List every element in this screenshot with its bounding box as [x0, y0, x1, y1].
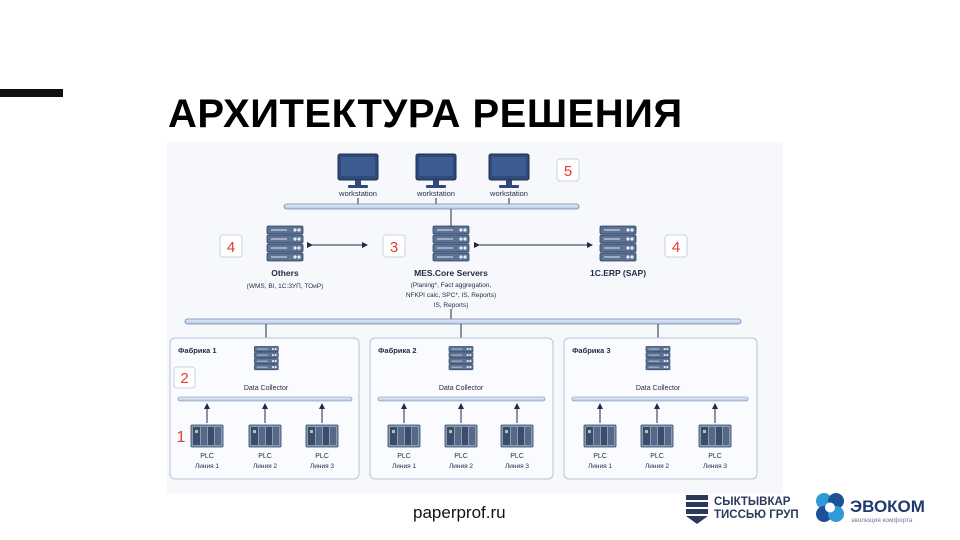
plc-line-label: Линия 3 — [505, 463, 529, 470]
badge-2 — [173, 366, 196, 389]
plc-line-label: Линия 3 — [703, 463, 727, 470]
badge-5 — [556, 158, 580, 182]
factory-1-name: Фабрика 1 — [178, 346, 217, 355]
plc-icon — [248, 424, 282, 448]
plc-icon — [500, 424, 534, 448]
workstation-monitor-icon — [415, 153, 457, 189]
architecture-diagram: workstation workstation workstation 5 4 … — [167, 142, 783, 494]
factory-2-name: Фабрика 2 — [378, 346, 417, 355]
plc-label: PLC — [708, 453, 722, 460]
plc-icon — [305, 424, 339, 448]
syktyvkar-logo-mark-icon — [686, 495, 708, 524]
evokom-logo-tagline: эволюция комфорта — [851, 517, 913, 524]
title-accent-bar — [0, 89, 63, 97]
plc-line-label: Линия 1 — [392, 463, 416, 470]
factory-3: Фабрика 3 Data Collector PLC Линия 1 PLC… — [563, 337, 758, 480]
plc-label: PLC — [315, 453, 329, 460]
plc-label: PLC — [510, 453, 524, 460]
badge-2-label: 2 — [180, 370, 188, 387]
mes-server-icon — [432, 225, 470, 262]
factory-3-name: Фабрика 3 — [572, 346, 611, 355]
plc-icon — [698, 424, 732, 448]
plc-label: PLC — [258, 453, 272, 460]
mes-server-desc-3: IS, Reports) — [434, 302, 469, 309]
evokom-logo-name: ЭВОКОМ — [850, 497, 925, 516]
mes-server-desc-1: (Planing*, Fact aggregation, — [411, 282, 492, 289]
factory-1: Фабрика 1 Data Collector PLC Линия 1 PLC… — [169, 337, 360, 480]
factory-network-bus — [184, 318, 742, 325]
badge-4-left — [219, 234, 243, 258]
data-collector-label: Data Collector — [636, 385, 681, 392]
plc-label: PLC — [454, 453, 468, 460]
plc-line-label: Линия 2 — [645, 463, 669, 470]
plc-label: PLC — [397, 453, 411, 460]
others-server-name: Others — [271, 268, 299, 278]
plc-label: PLC — [593, 453, 607, 460]
syktyvkar-tissue-group-logo: СЫКТЫВКАР ТИССЬЮ ГРУП — [684, 491, 802, 525]
mes-server-name: MES.Core Servers — [414, 268, 488, 278]
data-collector-label: Data Collector — [244, 385, 289, 392]
workstation-network-bus — [283, 203, 580, 210]
workstation-label: workstation — [338, 189, 377, 198]
plc-icon — [387, 424, 421, 448]
badge-4-left-label: 4 — [227, 239, 235, 256]
workstation-group: workstation workstation workstation — [337, 153, 530, 204]
badge-1-label: 1 — [177, 429, 186, 446]
factory-2: Фабрика 2 Data Collector PLC Линия 1 PLC… — [369, 337, 554, 480]
data-collector-label: Data Collector — [439, 385, 484, 392]
plc-icon — [640, 424, 674, 448]
plc-icon — [190, 424, 224, 448]
plc-label: PLC — [200, 453, 214, 460]
plc-line-label: Линия 3 — [310, 463, 334, 470]
workstation-label: workstation — [489, 189, 528, 198]
badge-4-right — [664, 234, 688, 258]
mes-server-desc-2: NFKPI calc, SPC*, IS, Reports) — [406, 292, 496, 299]
plc-line-label: Линия 2 — [449, 463, 473, 470]
plc-label: PLC — [650, 453, 664, 460]
badge-4-right-label: 4 — [672, 239, 680, 256]
badge-3-label: 3 — [390, 239, 398, 256]
others-server-icon — [266, 225, 304, 262]
evokom-logo-mark-icon — [816, 493, 844, 522]
workstation-label: workstation — [416, 189, 455, 198]
footer-url[interactable]: paperprof.ru — [413, 503, 506, 522]
syktyvkar-logo-line2: ТИССЬЮ ГРУП — [714, 509, 799, 521]
plc-icon — [444, 424, 478, 448]
erp-server-name: 1C.ERP (SAP) — [590, 268, 646, 278]
evokom-logo: ЭВОКОМ эволюция комфорта — [814, 489, 954, 527]
workstation-monitor-icon — [337, 153, 379, 189]
others-server-desc: (WMS, BI, 1С:ЗУП, ТОиР) — [247, 283, 324, 290]
plc-line-label: Линия 1 — [195, 463, 219, 470]
badge-3 — [382, 234, 406, 258]
plc-line-label: Линия 2 — [253, 463, 277, 470]
plc-line-label: Линия 1 — [588, 463, 612, 470]
workstation-monitor-icon — [488, 153, 530, 189]
syktyvkar-logo-line1: СЫКТЫВКАР — [714, 496, 791, 508]
erp-server-icon — [599, 225, 637, 262]
slide-title: АРХИТЕКТУРА РЕШЕНИЯ — [168, 92, 683, 136]
badge-5-label: 5 — [564, 163, 572, 180]
plc-icon — [583, 424, 617, 448]
